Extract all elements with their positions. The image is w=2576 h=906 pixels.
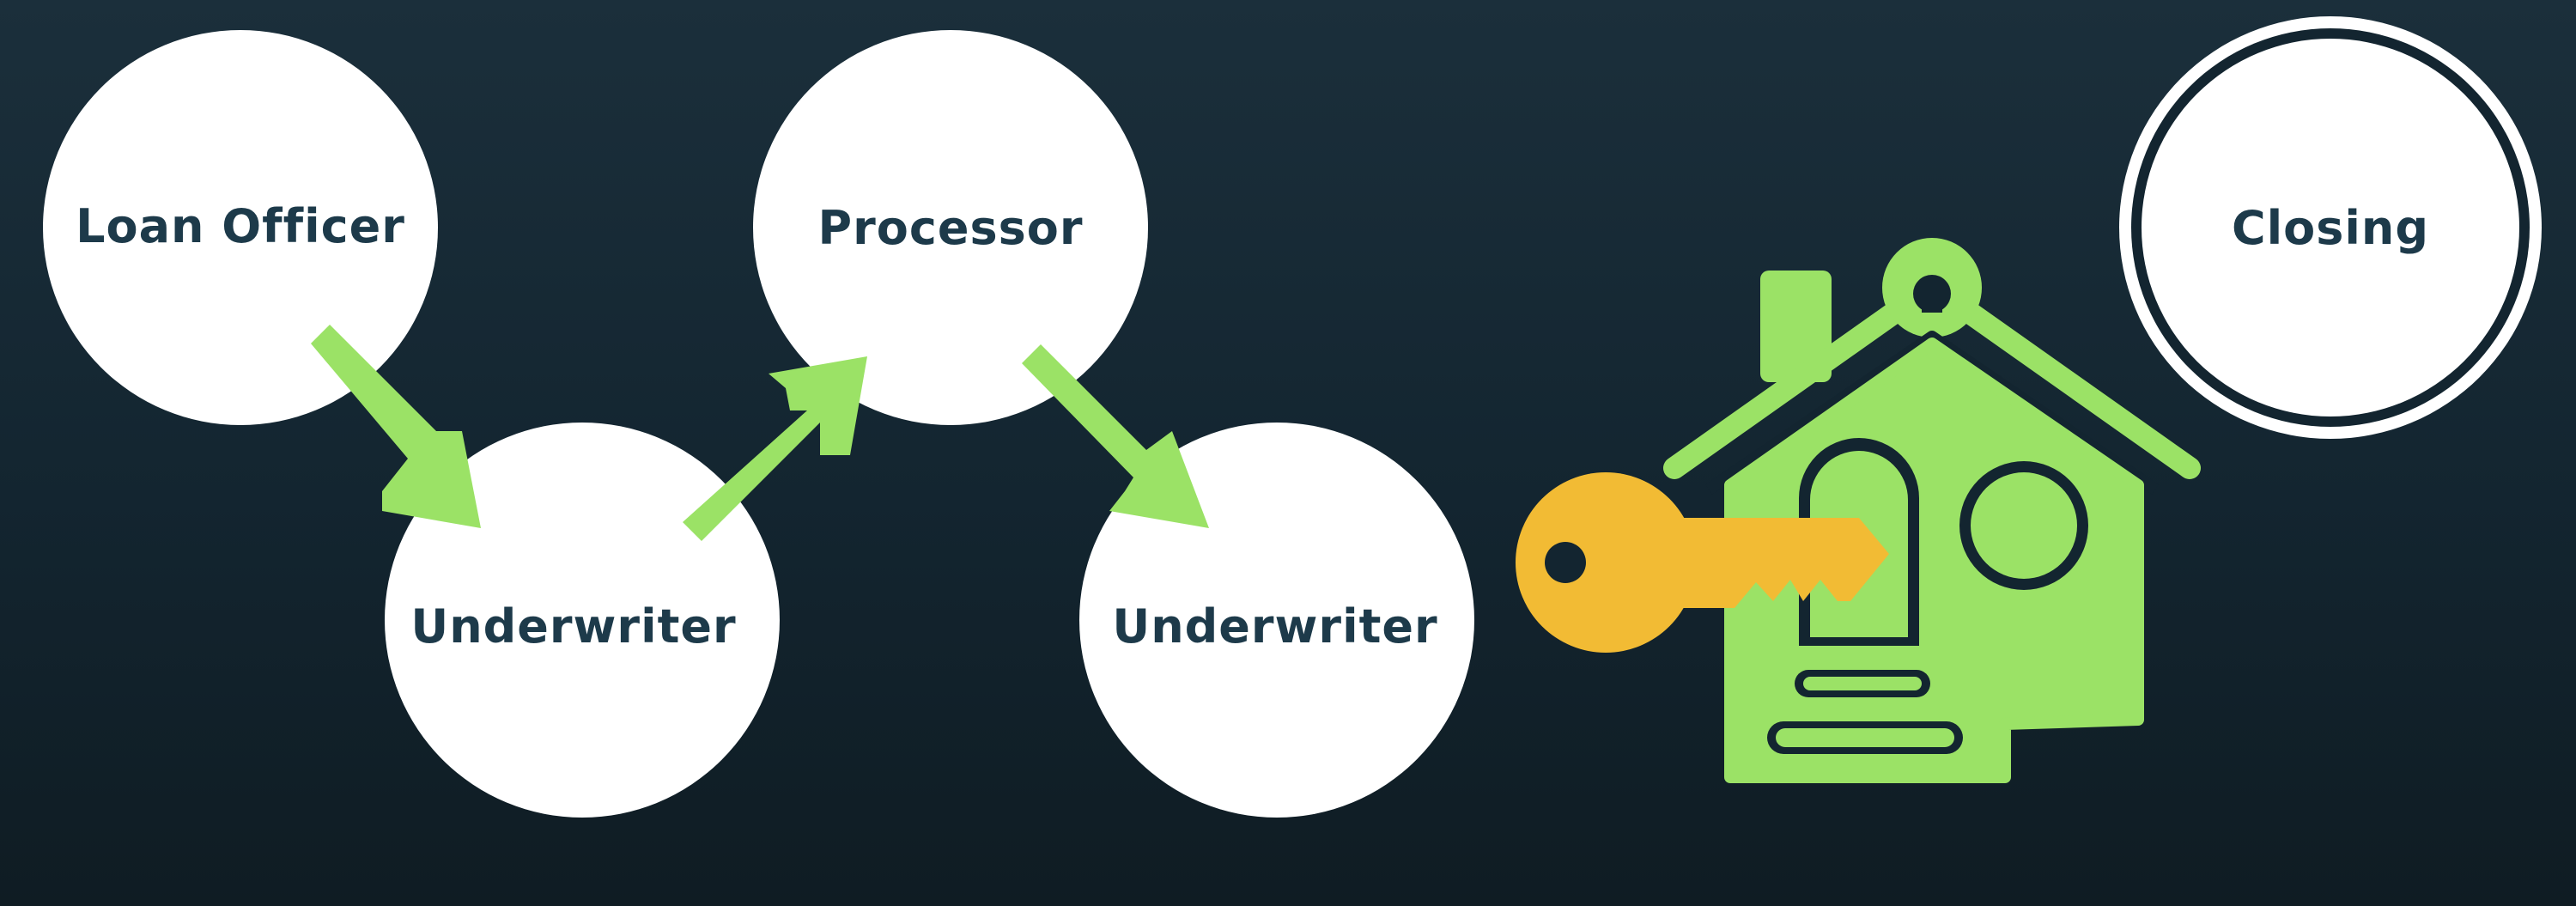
arrow-processor-to-underwriter (1022, 344, 1209, 528)
arrow-loan-officer-to-underwriter (311, 325, 481, 528)
key-icon (1516, 472, 1889, 653)
arrow-underwriter-to-processor (683, 356, 867, 541)
closing-node (2119, 16, 2542, 439)
underwriter-label-2: Underwriter (1112, 599, 1437, 654)
processor-node (753, 30, 1148, 425)
house-with-key-icon (1516, 238, 2201, 783)
processor-label: Processor (818, 201, 1084, 255)
closing-label: Closing (2232, 201, 2429, 255)
loan-officer-label: Loan Officer (76, 199, 405, 253)
underwriter-node-1 (385, 423, 780, 818)
underwriter-label-1: Underwriter (410, 599, 736, 654)
loan-officer-node (43, 30, 438, 425)
